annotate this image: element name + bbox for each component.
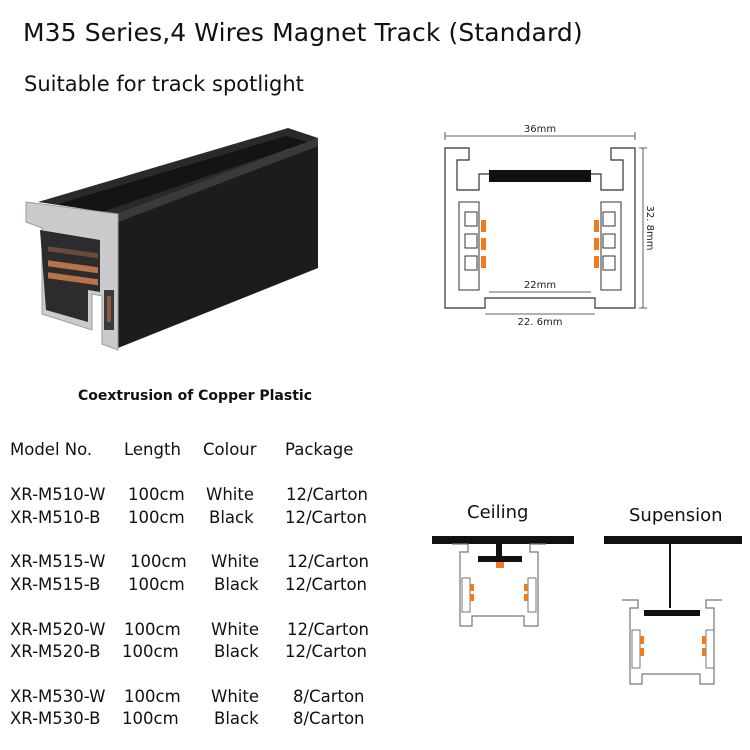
table-cell-colour: Black — [209, 508, 254, 527]
dim-top-width: 36mm — [524, 124, 556, 135]
table-cell-length: 100cm — [130, 552, 187, 571]
page-subtitle: Suitable for track spotlight — [24, 72, 304, 96]
table-cell-package: 8/Carton — [293, 709, 365, 728]
table-cell-colour: White — [211, 552, 259, 571]
table-cell-package: 12/Carton — [287, 620, 369, 639]
table-cell-colour: Black — [214, 709, 259, 728]
table-cell-package: 8/Carton — [293, 687, 365, 706]
table-cell-length: 100cm — [124, 620, 181, 639]
table-cell-model: XR-M510-W — [10, 485, 106, 504]
table-cell-length: 100cm — [128, 575, 185, 594]
table-cell-colour: White — [206, 485, 254, 504]
table-cell-colour: White — [211, 620, 259, 639]
table-cell-package: 12/Carton — [285, 642, 367, 661]
table-cell-package: 12/Carton — [285, 508, 367, 527]
table-cell-model: XR-M515-B — [10, 575, 101, 594]
table-cell-length: 100cm — [124, 687, 181, 706]
col-header-colour: Colour — [203, 440, 257, 459]
material-caption: Coextrusion of Copper Plastic — [78, 388, 312, 404]
dim-bottom-width: 22. 6mm — [518, 317, 563, 328]
col-header-model: Model No. — [10, 440, 93, 459]
col-header-length: Length — [124, 440, 181, 459]
cross-section-drawing: 36mm 22mm 22. 6mm 32. 8mm — [444, 124, 655, 328]
table-cell-length: 100cm — [128, 485, 185, 504]
table-cell-package: 12/Carton — [286, 485, 368, 504]
track-product-image — [25, 128, 318, 351]
col-header-package: Package — [285, 440, 354, 459]
table-cell-model: XR-M520-B — [10, 642, 101, 661]
table-cell-colour: Black — [214, 642, 259, 661]
table-cell-colour: Black — [214, 575, 259, 594]
table-cell-package: 12/Carton — [285, 575, 367, 594]
ceiling-mount-diagram — [432, 536, 574, 627]
table-cell-model: XR-M515-W — [10, 552, 106, 571]
dim-inner-width: 22mm — [524, 280, 556, 291]
dim-height: 32. 8mm — [644, 206, 655, 251]
suspension-mount-diagram — [604, 536, 742, 685]
table-cell-length: 100cm — [122, 642, 179, 661]
table-cell-model: XR-M530-B — [10, 709, 101, 728]
table-cell-model: XR-M520-W — [10, 620, 106, 639]
table-cell-model: XR-M510-B — [10, 508, 101, 527]
table-cell-length: 100cm — [128, 508, 185, 527]
table-cell-model: XR-M530-W — [10, 687, 106, 706]
table-cell-length: 100cm — [122, 709, 179, 728]
ceiling-label: Ceiling — [467, 502, 529, 523]
page-title: M35 Series,4 Wires Magnet Track (Standar… — [23, 18, 583, 47]
table-cell-colour: White — [211, 687, 259, 706]
table-cell-package: 12/Carton — [287, 552, 369, 571]
suspension-label: Supension — [629, 505, 723, 526]
